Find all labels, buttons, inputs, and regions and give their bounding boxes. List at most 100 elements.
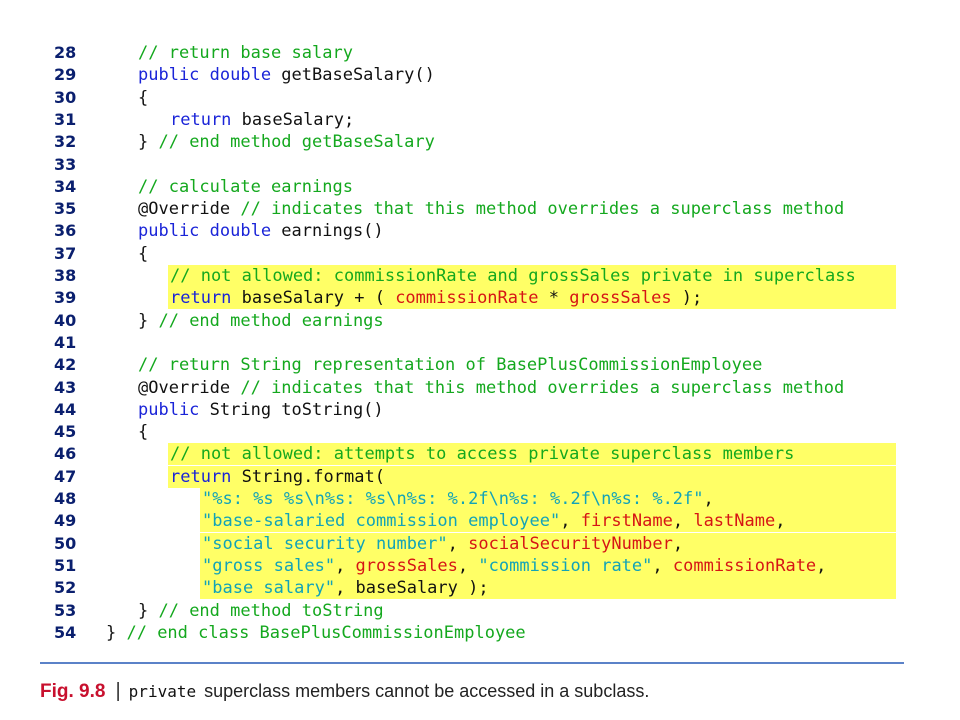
comment-token: // end method getBaseSalary [158, 132, 435, 153]
code-text: { [138, 87, 148, 109]
code-text-token: , [672, 511, 694, 532]
code-line: 51 "gross sales", grossSales, "commission… [0, 554, 960, 577]
highlight-band [200, 510, 896, 533]
line-number: 50 [54, 533, 77, 553]
code-text-token: , [560, 511, 581, 532]
line-number: 47 [54, 466, 77, 486]
code-text: @Override // indicates that this method … [138, 377, 844, 399]
code-text-token: , [335, 555, 356, 576]
line-number: 54 [54, 622, 77, 642]
line-number: 48 [54, 489, 77, 508]
line-number: 29 [54, 65, 77, 85]
line-number: 36 [54, 221, 77, 241]
code-text-token: , [775, 511, 786, 532]
code-text: } // end method toString [138, 600, 384, 622]
code-text-token: * [538, 288, 570, 309]
comment-token: // indicates that this method overrides … [240, 377, 845, 398]
code-line: 35 @Override // indicates that this metho… [0, 198, 960, 220]
code-line: 43@Override // indicates that this metho… [0, 377, 960, 399]
highlight-band [168, 465, 896, 488]
comment-token: // end method earnings [158, 310, 384, 331]
line-number: 33 [54, 154, 77, 174]
code-line: 47 return String.format( [0, 465, 960, 488]
highlight-band [200, 532, 896, 555]
code-text: "base-salaried commission employee", fir… [202, 510, 785, 532]
field-token: socialSecurityNumber [468, 533, 673, 554]
code-text-token: ); [671, 288, 703, 309]
line-number: 28 [54, 43, 77, 62]
code-line: 28// return base salary [0, 42, 960, 64]
code-text: } // end method getBaseSalary [138, 131, 435, 153]
line-number: 38 [54, 266, 77, 285]
code-text: { [138, 421, 148, 443]
code-line: 54 } // end class BasePlusCommissionEmplo… [0, 622, 960, 644]
code-text: "social security number", socialSecurity… [202, 533, 683, 555]
code-line: 37{ [0, 243, 960, 265]
code-line: 49 "base-salaried commission employee", f… [0, 510, 960, 533]
line-number: 46 [54, 444, 77, 464]
highlight-band [200, 577, 896, 600]
code-text-token: } [138, 600, 159, 621]
field-token: lastName [693, 511, 776, 532]
code-text-token: , baseSalary ); [335, 578, 489, 599]
code-line: 38 // not allowed: commissionRate and gro… [0, 265, 960, 287]
line-number: 44 [54, 399, 77, 419]
code-text: "gross sales", grossSales, "commission r… [202, 555, 826, 577]
line-number: 51 [54, 555, 77, 575]
code-text: // return String representation of BaseP… [138, 354, 762, 376]
comment-token: // return String representation of BaseP… [138, 355, 763, 376]
code-text-token: baseSalary; [231, 109, 355, 130]
line-number: 34 [54, 176, 77, 196]
code-text: public String toString() [138, 399, 384, 421]
string-literal-token: "base salary" [202, 578, 336, 599]
code-text: } // end method earnings [138, 310, 384, 332]
caption-code-word: private [128, 682, 197, 701]
code-text-token: earnings() [271, 221, 384, 242]
code-text-token: getBaseSalary() [271, 65, 435, 86]
code-line: 53 } // end method toString [0, 600, 960, 622]
code-line: 32} // end method getBaseSalary [0, 131, 960, 153]
comment-token: // end class BasePlusCommissionEmployee [126, 622, 526, 643]
comment-token: // calculate earnings [138, 176, 353, 197]
code-line: 33 [0, 154, 960, 176]
code-line: 52"base salary", baseSalary ); [0, 577, 960, 600]
field-token: firstName [580, 511, 673, 532]
line-number: 53 [54, 600, 77, 620]
code-text-token: , [447, 533, 469, 554]
line-number: 41 [54, 332, 77, 352]
code-text: { [138, 243, 148, 265]
code-text: return String.format( [170, 466, 385, 488]
code-text: return baseSalary + ( commissionRate * g… [170, 287, 702, 309]
code-text-token: , [816, 555, 827, 576]
code-text: public double getBaseSalary() [138, 64, 435, 86]
code-text: // not allowed: commissionRate and gross… [170, 265, 856, 287]
caption-divider [40, 662, 904, 664]
code-text: } // end class BasePlusCommissionEmploye… [106, 622, 526, 644]
code-line: 50 "social security number", socialSecuri… [0, 532, 960, 555]
string-literal-token: "%s: %s %s\n%s: %s\n%s: %.2f\n%s: %.2f\n… [202, 489, 704, 509]
keyword-token: return [170, 109, 232, 130]
keyword-token: public [138, 399, 200, 420]
code-text: @Override // indicates that this method … [138, 198, 844, 220]
highlight-band [168, 265, 896, 287]
code-text-token: String toString() [199, 399, 384, 420]
line-number: 45 [54, 422, 77, 442]
code-text-token: @Override [138, 377, 241, 398]
code-line: 42// return String representation of Bas… [0, 354, 960, 376]
code-line: 44 public String toString() [0, 399, 960, 421]
keyword-token: public double [138, 65, 272, 86]
figure-label: Fig. 9.8 [40, 681, 106, 702]
code-text: "%s: %s %s\n%s: %s\n%s: %.2f\n%s: %.2f\n… [202, 488, 714, 510]
line-number: 49 [54, 511, 77, 531]
code-line: 40} // end method earnings [0, 310, 960, 332]
string-literal-token: "commission rate" [478, 555, 653, 576]
code-line: 30{ [0, 87, 960, 109]
line-number: 39 [54, 288, 77, 308]
keyword-token: return [170, 288, 232, 309]
highlight-band [200, 554, 896, 577]
code-line: 34 // calculate earnings [0, 176, 960, 198]
code-line: 45 { [0, 421, 960, 443]
code-text: // not allowed: attempts to access priva… [170, 443, 794, 465]
line-number: 35 [54, 199, 77, 219]
